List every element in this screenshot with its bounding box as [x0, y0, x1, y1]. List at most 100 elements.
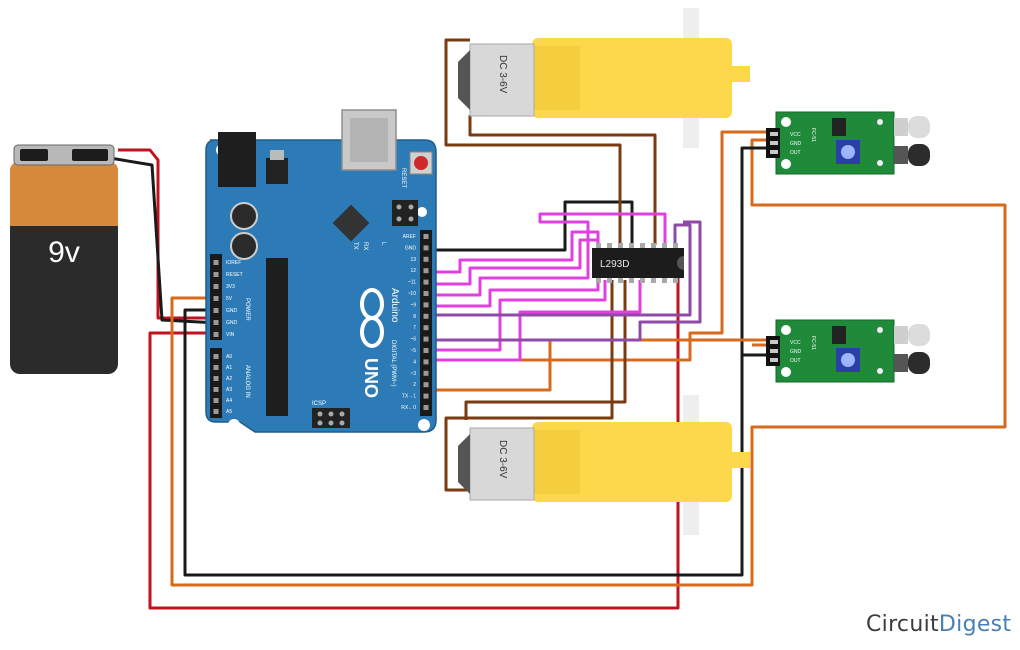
digital-label: DIGITAL (PWM~)	[390, 340, 396, 387]
icsp-label: ICSP	[312, 401, 326, 407]
pin-label: ~10	[408, 291, 417, 297]
wire-en-2	[428, 220, 702, 342]
wire-battery-red	[118, 148, 218, 320]
battery-terminal-neg	[20, 149, 48, 161]
atmega-chip	[266, 258, 288, 416]
arduino-uno-board: RESET ICSP UNO Arduino	[205, 109, 437, 433]
sensor-pin	[770, 150, 778, 154]
wire-motor1-b	[468, 115, 657, 245]
board-brand: Arduino	[389, 288, 400, 323]
wire-sensor2-out	[428, 338, 780, 392]
sensor-pin-label: GND	[790, 349, 802, 355]
brand-logo-part2: Digest	[938, 612, 1012, 637]
ic-label: L293D	[600, 259, 629, 270]
ic-pin	[596, 243, 601, 249]
ic-pin	[596, 277, 601, 283]
ir-receiver-led	[908, 144, 930, 166]
pin-label: GND	[405, 245, 417, 251]
ic-pin	[607, 243, 612, 249]
tx-label: TX	[352, 242, 358, 250]
pin-label: ~11	[408, 280, 416, 286]
icsp-header: ICSP	[312, 401, 350, 428]
header-pin	[213, 296, 219, 301]
pin-label: ~9	[410, 302, 416, 308]
power-label: POWER	[244, 298, 250, 321]
header-pin	[213, 387, 219, 392]
board-name: UNO	[361, 358, 381, 398]
ic-pin	[618, 277, 623, 283]
header-pin	[213, 320, 219, 325]
ic-pin	[640, 243, 645, 249]
pin-label: ~6	[410, 337, 416, 343]
wire-gnd-ic	[428, 200, 634, 252]
pin-label: A3	[226, 387, 232, 393]
arduino-logo: UNO Arduino	[360, 288, 400, 398]
header-pin	[213, 409, 219, 414]
pin-label: AREF	[403, 234, 416, 240]
header-pin	[423, 291, 429, 296]
wire-ctrl-1	[428, 230, 600, 274]
pin-label: A0	[226, 354, 232, 360]
pin-label: ~3	[410, 371, 416, 377]
pin-label: 2	[413, 382, 416, 388]
wire-en-1	[428, 223, 692, 317]
ic-pin	[618, 243, 623, 249]
ir-emitter-led	[908, 116, 930, 138]
ir-receiver-led	[908, 352, 930, 374]
sensor-pin	[770, 340, 778, 344]
pin-label: 3V3	[226, 284, 235, 290]
pin-label: 12	[410, 268, 416, 274]
pin-label: A2	[226, 376, 232, 382]
l293d-driver-ic: L293D	[592, 243, 684, 283]
motor-top-label: DC 3-6V	[497, 55, 508, 94]
dc-barrel-jack	[218, 132, 256, 187]
pin-label: VIN	[226, 332, 235, 338]
header-pin	[423, 393, 429, 399]
battery-9v: 9v	[10, 144, 118, 374]
ic-pin	[640, 277, 645, 283]
dc-motor-top: DC 3-6V	[458, 8, 750, 148]
sensor-pin-label: OUT	[790, 358, 801, 364]
rx-label: RX	[362, 242, 368, 250]
sensor-pin	[770, 358, 778, 362]
header-pin	[213, 376, 219, 381]
sensor-pin	[770, 349, 778, 353]
reset-label: RESET	[400, 168, 406, 188]
header-pin	[423, 268, 429, 274]
wire-ctrl-6	[428, 280, 642, 362]
ic-pin	[651, 243, 656, 249]
pin-label: RESET	[226, 272, 243, 278]
wire-ctrl-3	[428, 212, 667, 297]
wire-ctrl-5	[428, 280, 607, 352]
ic-pin	[629, 277, 634, 283]
header-pin	[423, 279, 429, 285]
wire-ctrl-2	[428, 238, 598, 286]
pin-label: 8	[413, 314, 416, 320]
l-label: L	[380, 242, 386, 246]
pin-label: 13	[410, 257, 416, 263]
reset-button[interactable]	[414, 156, 428, 170]
header-pin	[423, 336, 429, 342]
ic-pin	[673, 277, 678, 283]
header-pin	[423, 234, 429, 239]
icsp2-header	[392, 200, 418, 226]
pin-label: GND	[226, 320, 238, 326]
header-pin	[213, 398, 219, 403]
battery-label: 9v	[48, 236, 80, 269]
header-pin	[213, 272, 219, 277]
analog-label: ANALOG IN	[244, 365, 250, 398]
pin-label: A4	[226, 398, 232, 404]
header-pin	[423, 302, 429, 308]
battery-terminal-pos	[72, 149, 108, 161]
header-pin	[423, 359, 429, 365]
pin-label: 5V	[226, 296, 233, 302]
wires	[109, 38, 1007, 610]
ic-pin	[651, 277, 656, 283]
sensor-pin-label: VCC	[790, 340, 801, 346]
pin-label: A5	[226, 409, 232, 415]
pin-label: TX→1	[402, 394, 416, 400]
